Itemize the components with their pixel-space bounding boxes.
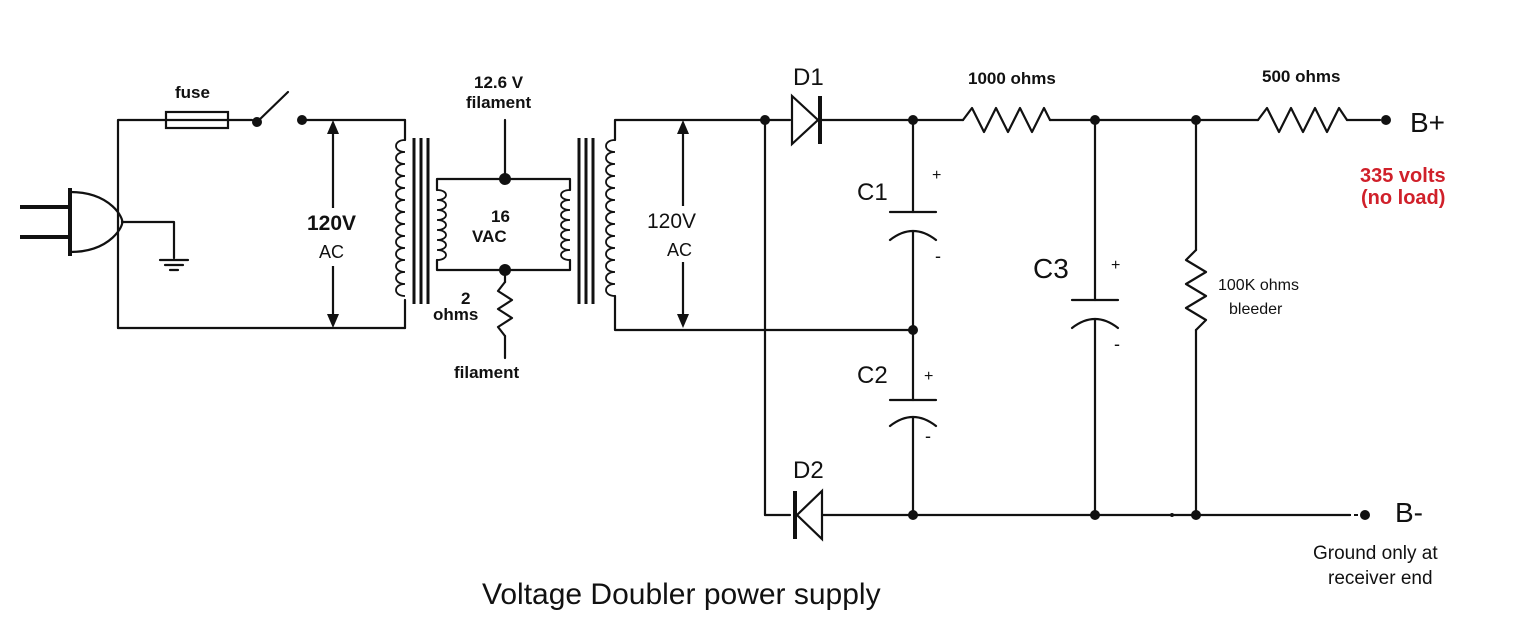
c2-plus-label: + (924, 368, 933, 385)
ground-note-line2: receiver end (1328, 568, 1433, 589)
filament-resistor-icon (496, 280, 514, 338)
power-plug-icon (20, 188, 124, 256)
vac-label: VAC (472, 227, 507, 246)
vac-16-label: 16 (491, 207, 510, 226)
output-volts-label: 335 volts (1360, 165, 1446, 187)
resistor-1000-label: 1000 ohms (968, 69, 1056, 88)
filament-loop-wires (435, 118, 572, 360)
c3-minus-label: - (1114, 334, 1120, 354)
b-minus-label: B- (1395, 497, 1423, 528)
fuse-icon (164, 110, 230, 130)
capacitor-c3-icon (1070, 118, 1120, 517)
junction-dots (760, 115, 1201, 520)
diagram-title: Voltage Doubler power supply (482, 578, 881, 611)
mains-input-wires (116, 118, 407, 330)
filament-bottom-label: filament (454, 363, 520, 382)
c1-label: C1 (857, 179, 888, 206)
resistor-500-ohms-icon (1256, 106, 1349, 134)
no-load-label: (no load) (1361, 187, 1445, 209)
resistor-1000-ohms-icon (961, 106, 1052, 134)
input-ac-label: AC (319, 242, 344, 262)
resistor-500-label: 500 ohms (1262, 67, 1340, 86)
b-plus-label: B+ (1410, 107, 1445, 138)
capacitor-c2-icon (888, 328, 938, 517)
c3-plus-label: + (1111, 257, 1120, 274)
input-voltage-arrow (300, 120, 366, 328)
bleeder-label: bleeder (1229, 301, 1283, 318)
bleeder-value-label: 100K ohms (1218, 277, 1299, 294)
fuse-label: fuse (175, 83, 210, 102)
c2-label: C2 (857, 362, 888, 389)
bleeder-resistor-icon (1184, 118, 1208, 517)
input-voltage-label: 120V (307, 212, 356, 235)
resistor-2-label: 2 (461, 289, 470, 308)
diode-d1-icon (790, 93, 822, 147)
c1-plus-label: + (932, 167, 941, 184)
ground-symbol-icon (158, 258, 190, 272)
capacitor-c1-icon (888, 118, 938, 332)
resistor-2-unit-label: ohms (433, 305, 478, 324)
transformer-1-icon (395, 138, 447, 304)
c3-label: C3 (1033, 253, 1069, 284)
c2-minus-label: - (925, 426, 931, 446)
output-voltage-arrow (643, 120, 711, 328)
secondary-wires (613, 118, 915, 517)
d2-label: D2 (793, 457, 824, 484)
c1-minus-label: - (935, 246, 941, 266)
ground-note-line1: Ground only at (1313, 543, 1438, 564)
ground-wire (120, 220, 176, 260)
output-voltage-label: 120V (647, 210, 696, 233)
switch-icon (252, 90, 307, 127)
transformer-2-icon (560, 138, 616, 304)
filament-top-label: filament (466, 93, 532, 112)
d1-label: D1 (793, 64, 824, 91)
output-ac-label: AC (667, 240, 692, 260)
diode-d2-icon (793, 488, 824, 542)
b-plus-terminal (1381, 115, 1391, 125)
b-minus-terminal (1360, 510, 1370, 520)
filament-top-voltage-label: 12.6 V (474, 73, 524, 92)
